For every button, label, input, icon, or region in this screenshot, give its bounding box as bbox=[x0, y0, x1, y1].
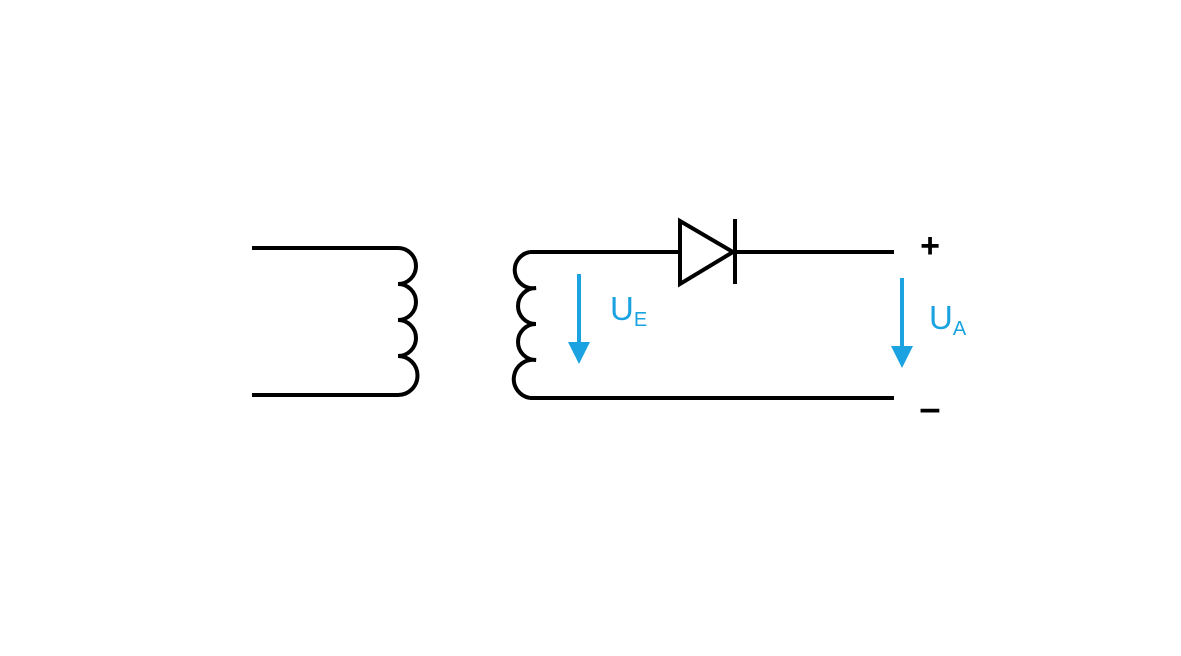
diode-triangle bbox=[678, 217, 737, 288]
input-voltage-subscript: E bbox=[634, 309, 647, 331]
output-voltage-subscript: A bbox=[953, 318, 967, 340]
secondary-winding bbox=[511, 250, 537, 400]
output-voltage-arrow: UA bbox=[891, 278, 967, 368]
primary-winding bbox=[252, 246, 420, 397]
output-voltage-label: UA bbox=[929, 299, 967, 340]
output-wiring bbox=[530, 250, 894, 400]
input-voltage-arrow: UE bbox=[568, 274, 647, 364]
input-voltage-label: UE bbox=[610, 290, 647, 331]
input-voltage-symbol: U bbox=[610, 290, 634, 327]
plus-terminal-label: + bbox=[920, 227, 940, 265]
output-voltage-symbol: U bbox=[929, 299, 953, 336]
arrow-down-icon bbox=[568, 342, 590, 364]
arrow-down-icon bbox=[891, 346, 913, 368]
diode bbox=[678, 217, 737, 288]
output-terminals: + – bbox=[919, 227, 940, 430]
transformer bbox=[252, 246, 537, 400]
minus-terminal-label: – bbox=[919, 388, 940, 430]
